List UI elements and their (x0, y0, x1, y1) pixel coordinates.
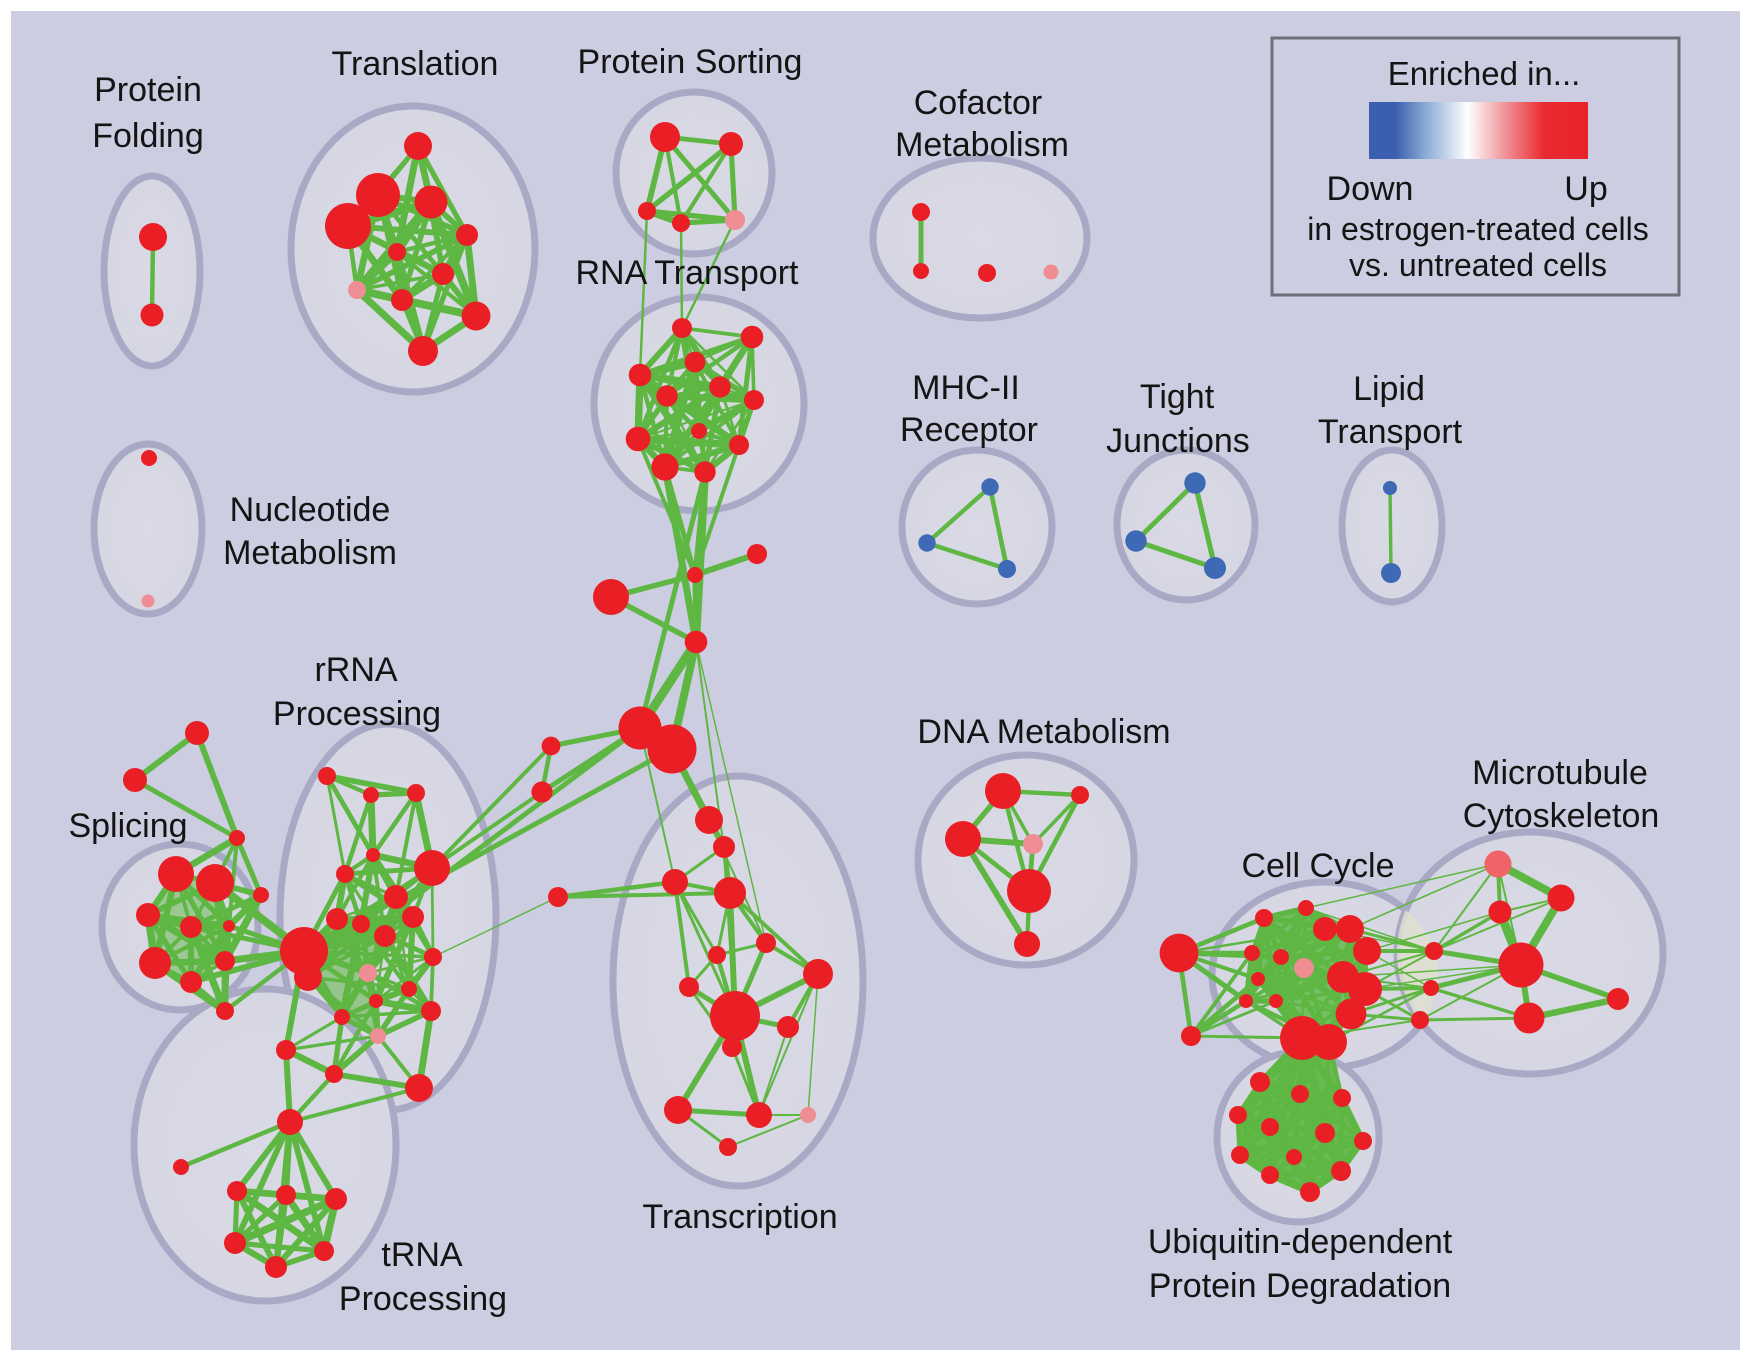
svg-text:Tight: Tight (1140, 378, 1215, 416)
svg-text:Metabolism: Metabolism (895, 126, 1069, 164)
svg-text:DNA Metabolism: DNA Metabolism (917, 713, 1170, 751)
svg-text:Enriched in...: Enriched in... (1388, 55, 1581, 92)
svg-text:Up: Up (1564, 170, 1607, 208)
svg-text:Nucleotide: Nucleotide (230, 491, 391, 529)
svg-text:Protein: Protein (94, 71, 202, 109)
svg-text:Receptor: Receptor (900, 411, 1038, 449)
svg-text:rRNA: rRNA (314, 651, 397, 689)
svg-text:Lipid: Lipid (1353, 370, 1425, 408)
svg-text:Metabolism: Metabolism (223, 534, 397, 572)
svg-text:Transcription: Transcription (642, 1198, 837, 1236)
svg-text:Cell Cycle: Cell Cycle (1241, 847, 1394, 885)
svg-text:in estrogen-treated cells: in estrogen-treated cells (1307, 211, 1649, 247)
svg-text:tRNA: tRNA (381, 1236, 463, 1274)
svg-text:MHC-II: MHC-II (912, 369, 1020, 407)
svg-text:Folding: Folding (92, 117, 204, 155)
svg-text:Splicing: Splicing (68, 807, 187, 845)
svg-text:Protein Degradation: Protein Degradation (1149, 1267, 1451, 1305)
svg-text:vs. untreated cells: vs. untreated cells (1349, 247, 1607, 283)
svg-text:Junctions: Junctions (1106, 422, 1250, 460)
svg-text:Ubiquitin-dependent: Ubiquitin-dependent (1148, 1223, 1453, 1261)
svg-text:Protein Sorting: Protein Sorting (578, 43, 803, 81)
svg-text:Processing: Processing (273, 695, 441, 733)
svg-text:Down: Down (1327, 170, 1414, 208)
svg-text:Cytoskeleton: Cytoskeleton (1463, 797, 1660, 835)
svg-text:RNA Transport: RNA Transport (576, 254, 800, 292)
svg-text:Translation: Translation (332, 45, 499, 83)
svg-text:Processing: Processing (339, 1280, 507, 1318)
svg-text:Cofactor: Cofactor (914, 84, 1043, 122)
svg-text:Transport: Transport (1318, 413, 1463, 451)
svg-text:Microtubule: Microtubule (1472, 754, 1648, 792)
